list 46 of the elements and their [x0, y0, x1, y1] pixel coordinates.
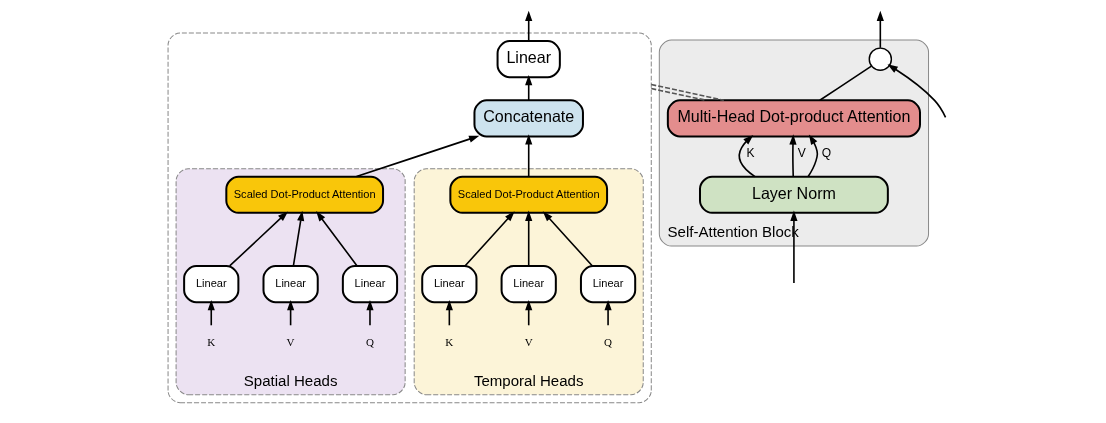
node-box: Linear — [262, 265, 319, 304]
node-box: Linear — [496, 40, 561, 79]
node-text: Q — [365, 336, 374, 349]
arrow — [876, 10, 884, 49]
arrow — [738, 134, 756, 178]
connector — [650, 87, 707, 102]
arrow — [790, 210, 798, 284]
arrow — [525, 10, 533, 42]
arrow — [292, 210, 305, 267]
arrow — [228, 211, 288, 267]
node-text: V — [286, 336, 295, 349]
arrow — [525, 210, 533, 267]
arrow — [366, 299, 374, 327]
arrow — [316, 211, 358, 267]
arrow — [525, 134, 533, 178]
cluster — [167, 32, 652, 404]
node-box: Linear — [579, 265, 637, 304]
arrow — [542, 211, 594, 267]
connector — [819, 65, 873, 102]
arrow — [789, 134, 797, 178]
arrow — [464, 211, 515, 267]
arrow — [604, 299, 612, 327]
node-box: Linear — [341, 265, 399, 304]
node-box: Concatenate — [473, 99, 584, 138]
node-text: V — [524, 336, 533, 349]
node-box: Scaled Dot-Product Attention — [225, 175, 385, 214]
arrow — [207, 299, 215, 327]
arrow — [355, 135, 480, 178]
node-box: Linear — [421, 265, 478, 304]
node-box: Multi-Head Dot-product Attention — [666, 99, 921, 138]
edge-label: K — [746, 146, 755, 161]
arrow — [525, 74, 533, 102]
node-box: Scaled Dot-Product Attention — [449, 175, 609, 214]
node-text: K — [445, 336, 454, 349]
node-text: Q — [604, 336, 613, 349]
arrow — [807, 134, 819, 178]
arrow — [525, 299, 533, 327]
edge-label: Q — [821, 146, 832, 161]
edge-label: V — [797, 146, 806, 161]
arrow — [887, 64, 947, 119]
node-circle — [868, 47, 893, 71]
node-box: Linear — [183, 265, 240, 304]
connector — [650, 83, 725, 102]
node-box: Linear — [500, 265, 557, 304]
node-text: K — [207, 336, 216, 349]
node-box: Layer Norm — [699, 175, 889, 214]
